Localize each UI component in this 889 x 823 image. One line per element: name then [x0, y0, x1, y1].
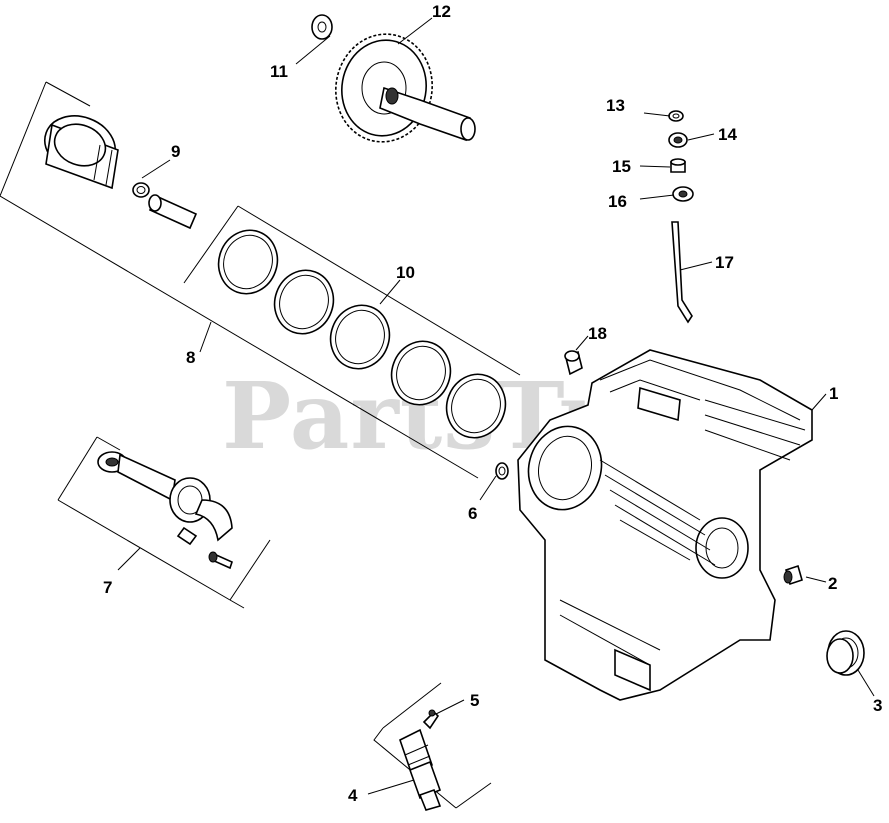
callout-15[interactable]: 15 [612, 157, 631, 176]
pipe-plug[interactable] [783, 564, 803, 586]
connecting-rod[interactable] [97, 451, 211, 523]
dowel-sleeve[interactable] [495, 462, 509, 480]
callout-1[interactable]: 1 [829, 384, 838, 403]
callout-18[interactable]: 18 [588, 324, 607, 343]
leader-lines [141, 17, 875, 795]
callout-17[interactable]: 17 [715, 253, 734, 272]
oil-seal[interactable] [826, 630, 865, 676]
dowel-pin[interactable] [564, 350, 583, 376]
piston-assembly-frame [0, 81, 521, 479]
rod-bolt[interactable] [208, 551, 233, 570]
callout-2[interactable]: 2 [828, 574, 837, 593]
callout-7[interactable]: 7 [103, 578, 112, 597]
callout-14[interactable]: 14 [718, 125, 737, 144]
spacer[interactable] [670, 158, 686, 173]
grommet[interactable] [668, 132, 688, 148]
callout-9[interactable]: 9 [171, 142, 180, 161]
callout-11[interactable]: 11 [270, 62, 288, 81]
piston-clip[interactable] [132, 182, 150, 198]
oil-pressure-switch[interactable] [399, 728, 442, 811]
rod-cap[interactable] [176, 499, 233, 546]
piston-ring-set[interactable] [210, 222, 514, 446]
crankcase[interactable] [517, 349, 813, 701]
camshaft-gear[interactable] [327, 26, 476, 149]
dipstick-tube[interactable] [671, 221, 693, 324]
wrist-pin[interactable] [148, 194, 198, 230]
callout-13[interactable]: 13 [606, 96, 625, 115]
callout-6[interactable]: 6 [468, 504, 477, 523]
callout-3[interactable]: 3 [873, 696, 882, 715]
callout-16[interactable]: 16 [608, 192, 627, 211]
callout-12[interactable]: 12 [432, 2, 451, 21]
seal-washer[interactable] [672, 186, 694, 202]
thrust-washer[interactable] [311, 14, 333, 40]
piston[interactable] [37, 106, 124, 190]
callout-8[interactable]: 8 [186, 348, 195, 367]
switch-terminal[interactable] [422, 709, 440, 730]
nut[interactable] [668, 110, 684, 122]
callout-4[interactable]: 4 [348, 786, 358, 805]
callout-5[interactable]: 5 [470, 691, 479, 710]
connecting-rod-frame [57, 436, 271, 609]
callout-10[interactable]: 10 [396, 263, 415, 282]
